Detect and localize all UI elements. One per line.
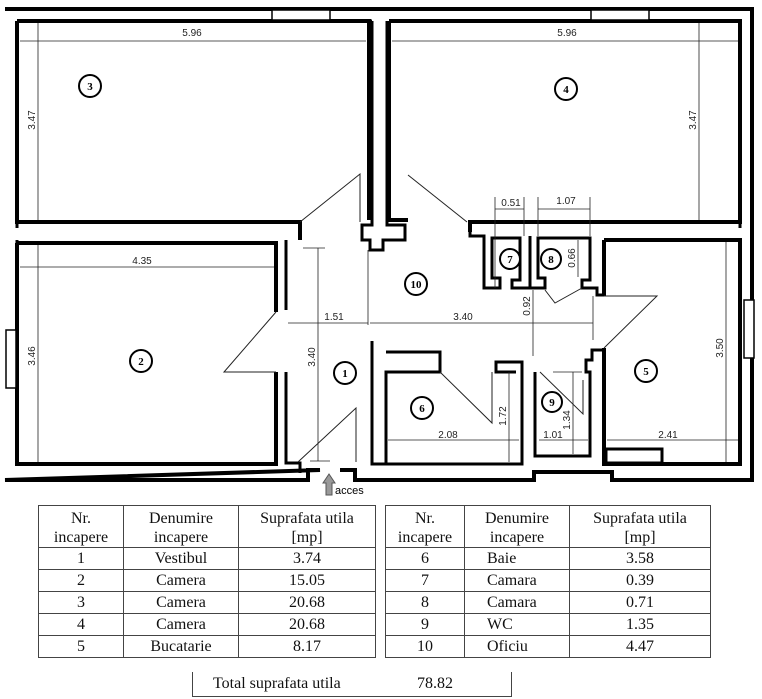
- door-entrance: [297, 406, 357, 463]
- door-room-8: [544, 287, 583, 304]
- room-tag-1: [333, 361, 357, 385]
- header-nr: Nr.incapere: [385, 505, 465, 548]
- dim-hall10-width: 3.40: [453, 312, 473, 323]
- window-top-right: [590, 9, 650, 21]
- room-tag-7: [499, 248, 521, 270]
- header-nr: Nr.incapere: [38, 505, 124, 548]
- header-area: Suprafata utila[mp]: [238, 505, 376, 548]
- kitchen-counter: [604, 447, 664, 465]
- room-tag-8: [540, 248, 562, 270]
- dim-room3-height: 3.47: [27, 110, 38, 130]
- room-label-3: 3: [87, 81, 93, 93]
- room-3-walls: [15, 19, 371, 240]
- dim-room4-height: 3.47: [688, 110, 699, 130]
- closet-walls: [468, 226, 604, 297]
- outer-wall: [4, 7, 754, 482]
- room-label-7: 7: [507, 254, 513, 266]
- dim-room2-width: 4.35: [132, 256, 152, 267]
- window-right: [743, 299, 755, 359]
- access-label: acces: [335, 485, 364, 497]
- dim-room7-width: 0.51: [501, 198, 521, 209]
- total-value: 78.82: [417, 675, 453, 692]
- room-tag-5: [634, 359, 658, 383]
- room-label-1: 1: [342, 368, 348, 380]
- room-tag-9: [541, 391, 563, 413]
- dim-hall1-width: 1.51: [324, 312, 344, 323]
- dim-room5-width: 2.41: [658, 430, 678, 441]
- room-label-2: 2: [138, 356, 144, 368]
- door-room-5: [603, 295, 659, 349]
- dim-hall1-height: 3.40: [307, 347, 318, 367]
- dim-room8-height: 0.66: [567, 248, 578, 268]
- door-room-9: [539, 371, 584, 416]
- dim-room3-width: 5.96: [182, 28, 202, 39]
- room-tag-4: [554, 77, 578, 101]
- room-tag-10: [404, 272, 428, 296]
- door-room-4: [407, 174, 468, 223]
- room-label-6: 6: [419, 403, 425, 415]
- room-label-10: 10: [411, 279, 423, 291]
- access-arrow-icon: [322, 473, 336, 496]
- dim-room4-width: 5.96: [557, 28, 577, 39]
- dim-corridor: 0.92: [522, 296, 533, 316]
- room-9-walls: [533, 348, 604, 458]
- room-tag-6: [410, 396, 434, 420]
- total-area-row: Total suprafata utila 78.82: [192, 672, 512, 697]
- dim-room2-height: 3.46: [27, 346, 38, 366]
- central-wall: [360, 21, 407, 252]
- room-2-outer: [284, 240, 302, 473]
- room-tag-2: [129, 349, 153, 373]
- floor-plan: 5.96 3.47 5.96 3.47 4.35 3.46 0.51 1.07 …: [4, 7, 755, 497]
- dim-room6-width: 2.08: [438, 430, 458, 441]
- window-top-left: [271, 9, 331, 21]
- room-6-walls: [370, 341, 524, 466]
- total-label: Total suprafata utila: [213, 675, 341, 692]
- dim-room5-height: 3.50: [715, 338, 726, 358]
- room-label-5: 5: [643, 366, 649, 378]
- room-5-walls: [602, 238, 742, 466]
- dim-room9-width: 1.01: [543, 430, 563, 441]
- room-2-walls: [15, 241, 278, 466]
- door-room-2: [222, 311, 277, 373]
- dim-room8-width: 1.07: [556, 196, 576, 207]
- room-4-walls: [387, 19, 742, 232]
- dim-room6-height: 1.72: [498, 406, 509, 426]
- room-label-4: 4: [563, 84, 569, 96]
- door-room-3: [299, 172, 361, 223]
- dim-room9-height: 1.34: [562, 410, 573, 430]
- room-label-8: 8: [548, 254, 554, 266]
- window-left: [5, 329, 17, 389]
- room-tag-3: [78, 74, 102, 98]
- header-area: Suprafata utila[mp]: [569, 505, 711, 548]
- door-room-6: [439, 371, 493, 425]
- room-label-9: 9: [549, 397, 555, 409]
